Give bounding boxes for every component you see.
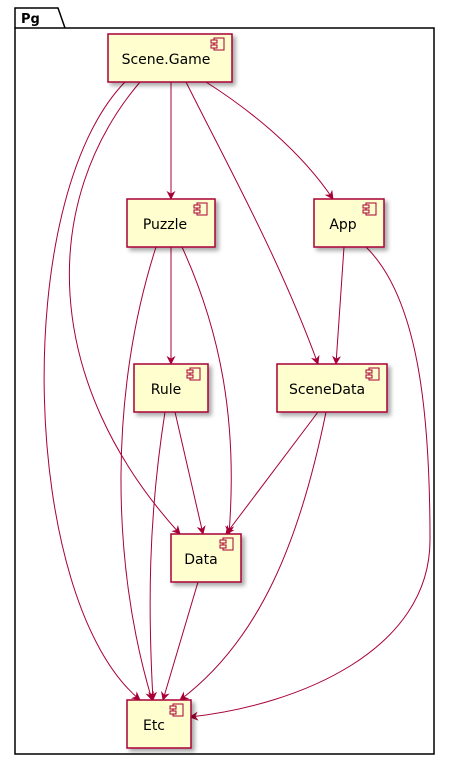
nodes: Scene.Game Puzzle App (107, 33, 388, 749)
component-icon (362, 202, 377, 216)
edge-puzzle-to-data (181, 246, 235, 535)
component-app-decor: App (329, 202, 377, 233)
component-label-scene-data: SceneData (289, 382, 365, 398)
edge-scene-game-to-app (205, 81, 334, 200)
component-label-puzzle: Puzzle (143, 217, 187, 233)
edge-app-to-scene-data (332, 246, 345, 365)
component-puzzle-decor: Puzzle (143, 202, 208, 233)
package-border (14, 27, 435, 755)
component-label-etc: Etc (143, 718, 165, 734)
edge-scene-game-to-data (68, 81, 181, 535)
component-label-app: App (329, 217, 356, 233)
component-label-data: Data (184, 552, 217, 568)
component-icon (219, 537, 234, 551)
component-rule-decor: Rule (151, 367, 201, 398)
component-icon (210, 37, 225, 51)
package-tab (14, 7, 66, 29)
component-scene-data-decor: SceneData (289, 367, 380, 398)
component-data-decor: Data (184, 537, 234, 568)
edge-scene-game-to-scene-data (185, 81, 320, 365)
edge-rule-to-etc (148, 411, 166, 701)
component-icon (186, 367, 201, 381)
component-icon (169, 703, 184, 717)
edge-rule-to-data (174, 411, 206, 535)
edge-puzzle-to-etc (120, 246, 157, 701)
component-scene-game-decor: Scene.Game (122, 37, 225, 68)
component-icon (365, 367, 380, 381)
edge-scene-data-to-data (225, 411, 319, 535)
edges (43, 81, 431, 721)
component-label-scene-game: Scene.Game (122, 52, 211, 68)
component-label-rule: Rule (151, 382, 181, 398)
edge-app-to-etc (189, 246, 431, 721)
edge-scene-game-to-etc (43, 81, 141, 701)
component-icon (193, 202, 208, 216)
component-etc-decor: Etc (143, 703, 184, 734)
edge-scene-data-to-etc (179, 411, 327, 701)
package-label: Pg (21, 12, 40, 27)
package-pg: Pg (14, 7, 435, 755)
edge-data-to-etc (160, 581, 199, 701)
